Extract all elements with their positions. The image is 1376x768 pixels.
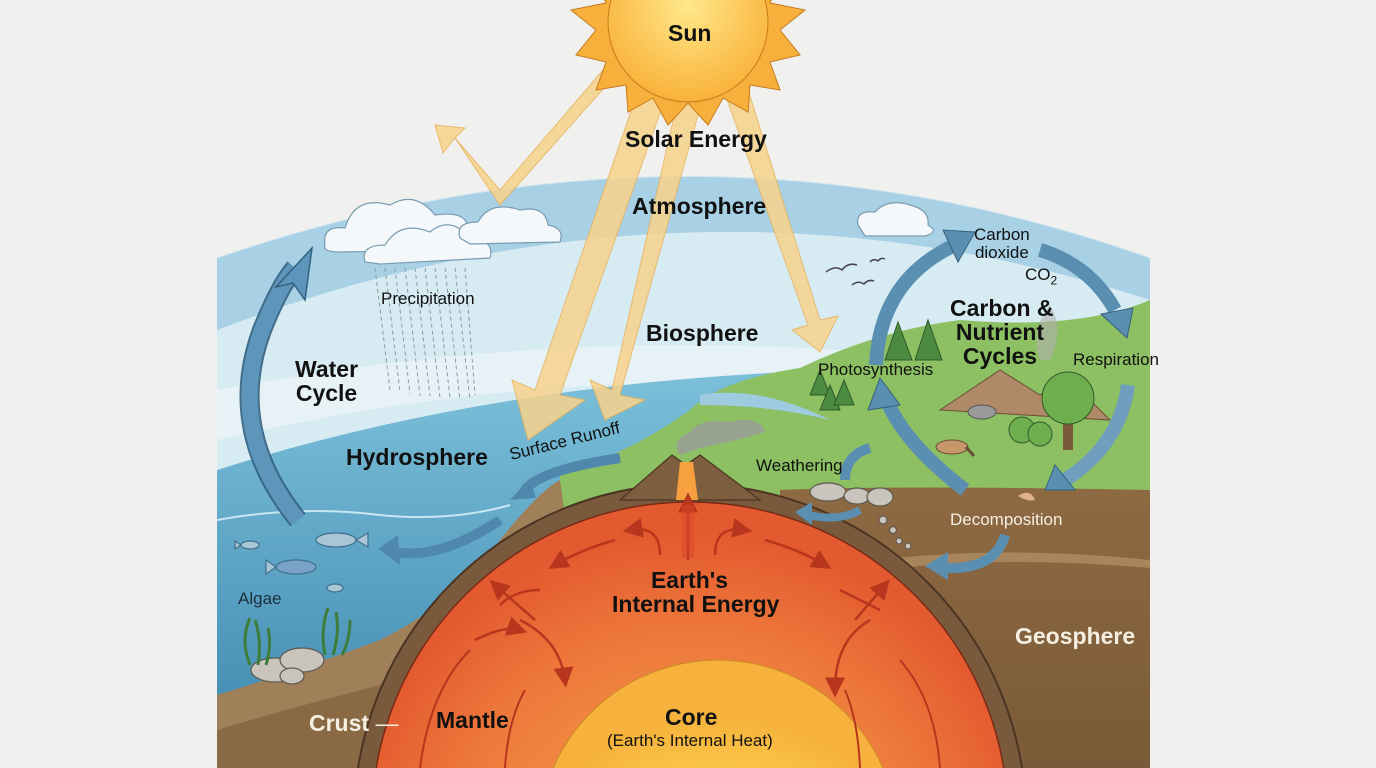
- label-mantle: Mantle: [436, 707, 509, 733]
- surface-runoff-arrow: [378, 453, 621, 565]
- label-precipitation: Precipitation: [381, 289, 475, 308]
- label-decomposition: Decomposition: [950, 510, 1063, 529]
- worm-icon: [1018, 492, 1035, 501]
- label-solar-energy: Solar Energy: [625, 126, 767, 152]
- cloud-icons: [323, 198, 934, 265]
- label-water-cycle: Water Cycle: [295, 356, 359, 407]
- label-atmosphere: Atmosphere: [632, 193, 767, 219]
- volcano-smoke: [676, 419, 765, 455]
- label-geosphere: Geosphere: [1015, 623, 1136, 649]
- solar-ray-arrows: [434, 61, 839, 441]
- convection-arrows: [474, 492, 890, 690]
- label-sun: Sun: [668, 20, 712, 46]
- label-core-subtitle: (Earth's Internal Heat): [607, 731, 773, 750]
- animal-icons: [935, 404, 997, 457]
- precipitation-rain: [374, 267, 476, 401]
- tree-icons: [809, 318, 1095, 450]
- label-crust: Crust —: [309, 710, 399, 736]
- water-cycle-arrow: [239, 245, 314, 527]
- label-weathering: Weathering: [756, 456, 843, 475]
- label-internal-energy: Earth's Internal Energy: [612, 567, 780, 618]
- seafloor-rocks: [250, 647, 325, 685]
- bird-icons: [825, 257, 886, 286]
- label-hydrosphere: Hydrosphere: [346, 444, 488, 470]
- weathering-rocks: [809, 482, 912, 550]
- label-biosphere: Biosphere: [646, 320, 759, 346]
- label-algae: Algae: [238, 589, 282, 608]
- label-co2: CO2: [1025, 265, 1058, 288]
- label-carbon-dioxide: Carbon dioxide: [974, 225, 1030, 262]
- fish-icons: [234, 531, 369, 593]
- sun-icon: [569, 0, 807, 126]
- algae-icon: [243, 607, 352, 666]
- carbon-cycle-arrows: [795, 229, 1135, 580]
- scene-panel: [217, 176, 1150, 768]
- label-core: Core: [665, 704, 718, 730]
- label-respiration: Respiration: [1073, 350, 1159, 369]
- label-photosynthesis: Photosynthesis: [818, 360, 934, 379]
- core-layer: [537, 659, 899, 768]
- label-carbon-nutrient-cycles: Carbon & Nutrient Cycles: [950, 295, 1054, 370]
